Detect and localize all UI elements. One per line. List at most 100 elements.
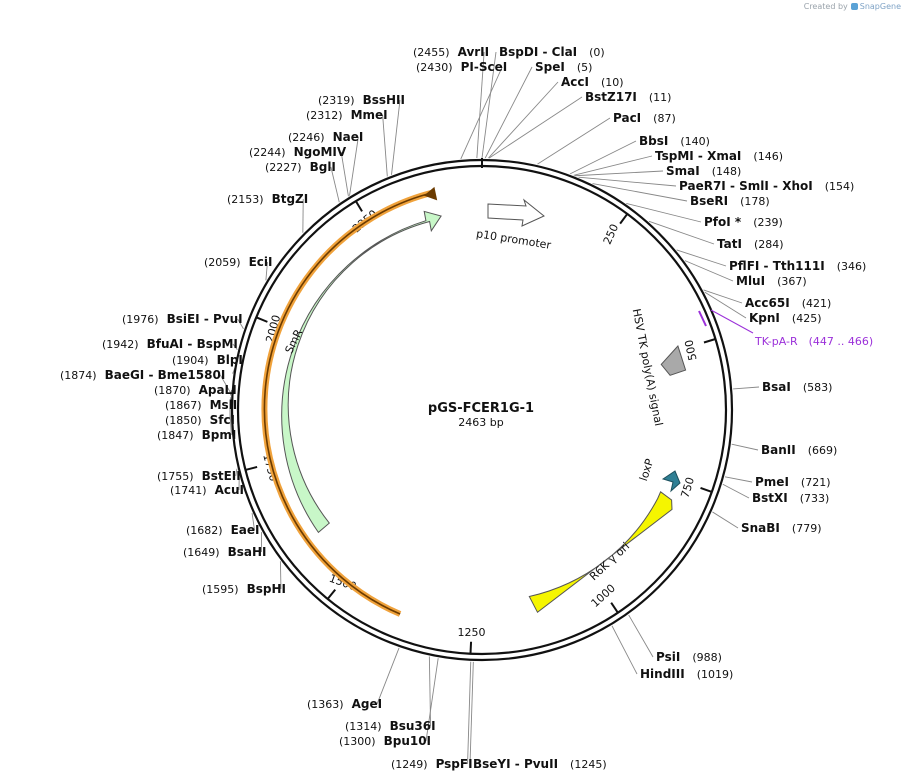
orange-feature-arc-core — [263, 191, 435, 615]
enzyme-leader-line — [279, 561, 282, 590]
enzyme-position: (779) — [792, 522, 822, 535]
credit-brand: SnapGene — [859, 2, 901, 11]
enzyme-name: SfcI — [210, 413, 235, 427]
enzyme-label: (2153)BtgZI — [227, 192, 308, 206]
tick-mark — [610, 602, 619, 614]
enzyme-separator: - — [538, 45, 551, 59]
enzyme-leader-line — [704, 291, 747, 319]
p10-promoter-label: p10 promoter — [475, 227, 552, 252]
enzyme-leader-line — [578, 176, 677, 187]
enzyme-leader-line — [611, 625, 638, 675]
enzyme-leader-line — [648, 220, 715, 245]
enzyme-position: (2455) — [413, 46, 450, 59]
enzyme-name: BspHI — [247, 582, 286, 596]
enzyme-position: (1874) — [60, 369, 97, 382]
enzyme-name: ClaI — [552, 45, 577, 59]
enzyme-name: Tth111I — [773, 259, 825, 273]
enzyme-name: BtgZI — [272, 192, 309, 206]
enzyme-position: (1245) — [570, 758, 607, 771]
enzyme-position: (1847) — [157, 429, 194, 442]
enzyme-position: (148) — [712, 165, 742, 178]
enzyme-label: (1682) EaeI — [186, 523, 259, 537]
enzyme-leader-line — [724, 476, 753, 483]
enzyme-label: SnaBI(779) — [741, 521, 822, 535]
enzyme-leader-line — [219, 374, 231, 394]
enzyme-leader-line — [488, 81, 559, 159]
enzyme-name: KpnI — [749, 311, 780, 325]
enzyme-position: (583) — [803, 381, 833, 394]
enzyme-position: (1942) — [102, 338, 139, 351]
enzyme-label: Acc65I(421) — [745, 296, 831, 310]
enzyme-name: EaeI — [231, 523, 260, 537]
tick-mark — [255, 316, 268, 323]
enzyme-leader-line — [731, 443, 759, 451]
enzyme-name: AcuI — [215, 483, 244, 497]
enzyme-name: BpmI — [202, 428, 237, 442]
enzyme-leader-line — [469, 661, 474, 765]
enzyme-name: SmlI — [739, 179, 769, 193]
enzyme-label: (2430)PI-SceI — [416, 60, 507, 74]
enzyme-label: (1363)AgeI — [307, 697, 382, 711]
enzyme-name: BlpI — [217, 353, 243, 367]
enzyme-position: (1019) — [697, 668, 734, 681]
enzyme-position: (1850) — [165, 414, 202, 427]
enzyme-leader-line — [237, 318, 244, 329]
enzyme-label: (1867)MslI — [165, 398, 237, 412]
enzyme-label: PflFI - Tth111I(346) — [729, 259, 866, 273]
snapgene-logo-icon — [850, 3, 858, 10]
enzyme-separator: - — [759, 259, 772, 273]
enzyme-leader-line — [428, 656, 432, 727]
enzyme-name: BstEII — [202, 469, 241, 483]
enzyme-leader-line — [592, 183, 688, 202]
enzyme-name: Bpu10I — [384, 734, 431, 748]
enzyme-name: BbsI — [639, 134, 668, 148]
enzyme-position: (2312) — [306, 109, 343, 122]
enzyme-label: (1755) BstEII — [157, 469, 241, 483]
enzyme-name: BstXI — [752, 491, 788, 505]
enzyme-leader-line — [703, 289, 743, 304]
enzyme-position: (2319) — [318, 94, 355, 107]
p10-promoter-arrow — [487, 198, 545, 227]
enzyme-name: BfuAI — [147, 337, 184, 351]
enzyme-position: (988) — [692, 651, 722, 664]
enzyme-label: BspDI - ClaI(0) — [499, 45, 605, 59]
enzyme-position: (1682) — [186, 524, 223, 537]
enzyme-name: PsiI — [656, 650, 680, 664]
enzyme-leader-line — [684, 260, 734, 282]
enzyme-name: EciI — [249, 255, 273, 269]
enzyme-position: (1755) — [157, 470, 194, 483]
enzyme-label: (1870)ApaLI — [154, 383, 237, 397]
enzyme-name: MslI — [210, 398, 238, 412]
enzyme-label: PacI(87) — [613, 111, 676, 125]
tick-label: 750 — [678, 476, 697, 500]
enzyme-name: BspDI — [499, 45, 538, 59]
enzyme-name: NgoMIV — [294, 145, 347, 159]
enzyme-leader-line — [330, 166, 340, 203]
enzyme-position: (367) — [777, 275, 807, 288]
enzyme-label: PsiI (988) — [656, 650, 722, 664]
enzyme-leader-line — [712, 511, 739, 529]
enzyme-name: BssHII — [363, 93, 405, 107]
enzyme-leader-line — [481, 51, 497, 159]
enzyme-position: (1314) — [345, 720, 382, 733]
enzyme-label: (2312)MmeI — [306, 108, 388, 122]
enzyme-name: PvuII — [524, 757, 558, 771]
enzyme-label: (1249)PspFI — [391, 757, 473, 771]
enzyme-name: XmaI — [707, 149, 741, 163]
enzyme-leader-line — [251, 513, 255, 531]
enzyme-label: (1314)Bsu36I — [345, 719, 436, 733]
enzyme-leader-line — [235, 468, 238, 477]
enzyme-label: BbsI(140) — [639, 134, 710, 148]
enzyme-name: PspFI — [436, 757, 473, 771]
enzyme-label: (2244)NgoMIV — [249, 145, 347, 159]
enzyme-name: BanII — [761, 443, 796, 457]
enzyme-label: (1976)BsiEI - PvuI — [122, 312, 243, 326]
orange-feature-arrow-head — [423, 186, 438, 201]
enzyme-name: PaeR7I — [679, 179, 726, 193]
primer-leader-line — [710, 309, 754, 334]
enzyme-leader-line — [537, 117, 611, 165]
enzyme-label: BstZ17I(11) — [585, 90, 671, 104]
enzyme-label: (2246)NaeI — [288, 130, 363, 144]
enzyme-label: SmaI(148) — [666, 164, 741, 178]
